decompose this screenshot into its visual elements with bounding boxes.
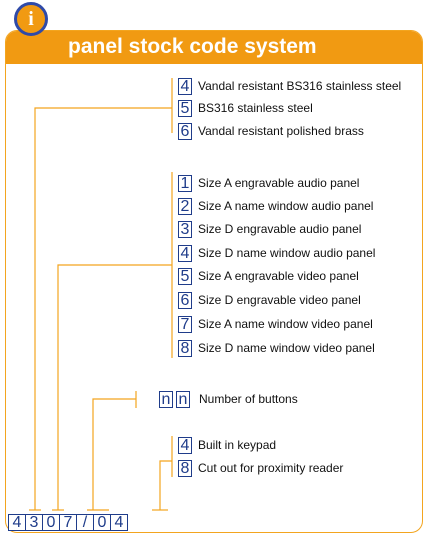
stock-code-char: 3 [25, 514, 43, 531]
panel-type-code-box: 7 [178, 316, 192, 333]
finish-code-box: 4 [178, 78, 192, 95]
info-icon: i [14, 2, 48, 36]
page-title: panel stock code system [68, 35, 317, 58]
stock-code-char: 0 [93, 514, 111, 531]
buttons-code-box: n [159, 391, 173, 408]
finish-code-box: 5 [178, 100, 192, 117]
panel-type-connector [57, 264, 172, 510]
header-bar [6, 31, 422, 64]
buttons-code-box: n [176, 391, 190, 408]
finish-code-box: 6 [178, 123, 192, 140]
panel-type-option-label: Size A name window audio panel [198, 199, 374, 213]
finish-connector [34, 107, 172, 510]
panel-type-option-label: Size D name window audio panel [198, 246, 376, 260]
panel-frame [5, 30, 423, 533]
stock-code-char: / [76, 514, 94, 531]
panel-type-option-label: Size A name window video panel [198, 317, 373, 331]
panel-type-option-label: Size A engravable video panel [198, 269, 359, 283]
stock-code-char: 7 [59, 514, 77, 531]
stock-code-char: 0 [42, 514, 60, 531]
buttons-label: Number of buttons [199, 392, 298, 406]
stock-code-char: 4 [8, 514, 26, 531]
panel-type-code-box: 1 [178, 175, 192, 192]
panel-type-option-label: Size A engravable audio panel [198, 176, 360, 190]
panel-type-code-box: 5 [178, 268, 192, 285]
panel-type-code-box: 2 [178, 198, 192, 215]
panel-type-code-box: 6 [178, 292, 192, 309]
stock-code-char: 4 [110, 514, 128, 531]
finish-option-label: Vandal resistant BS316 stainless steel [198, 79, 402, 93]
extras-option-label: Cut out for proximity reader [198, 461, 344, 475]
extras-code-box: 4 [178, 437, 192, 454]
buttons-connector [92, 398, 136, 510]
extras-code-box: 8 [178, 460, 192, 477]
panel-type-code-box: 3 [178, 221, 192, 238]
panel-type-code-box: 4 [178, 245, 192, 262]
extras-option-label: Built in keypad [198, 438, 277, 452]
panel-type-option-label: Size D name window video panel [198, 341, 375, 355]
extras-connector [159, 460, 172, 510]
panel-type-option-label: Size D engravable video panel [198, 293, 361, 307]
panel-type-option-label: Size D engravable audio panel [198, 222, 362, 236]
finish-option-label: Vandal resistant polished brass [198, 124, 364, 138]
panel-type-code-box: 8 [178, 340, 192, 357]
finish-option-label: BS316 stainless steel [198, 101, 313, 115]
